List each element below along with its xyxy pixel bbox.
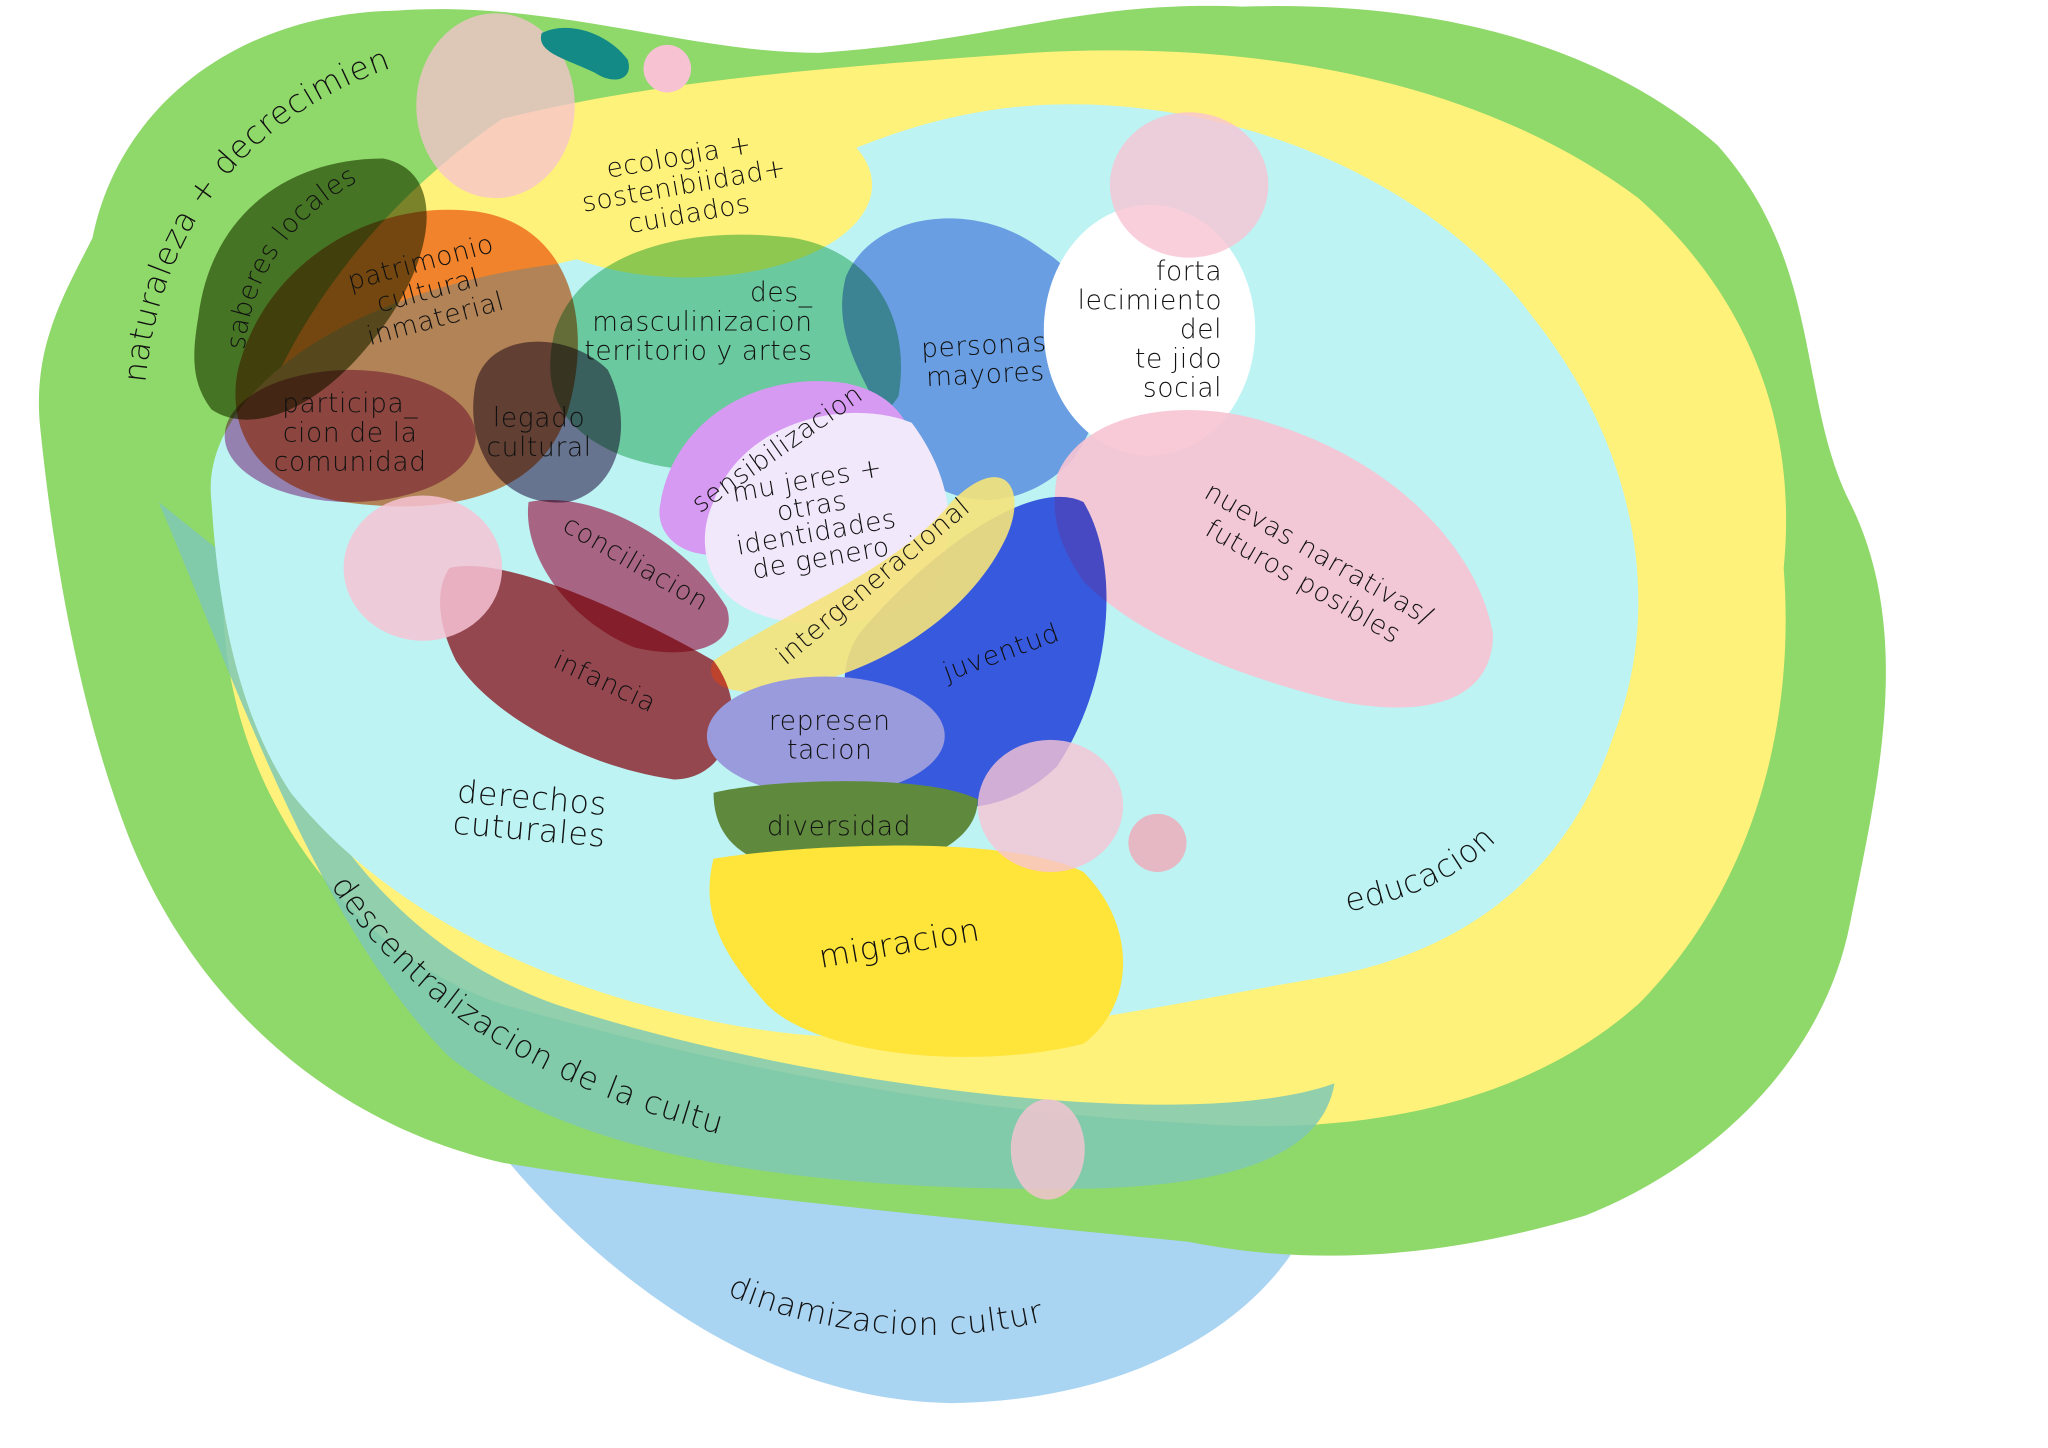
blob-fortalecimiento	[1043, 204, 1256, 456]
label-line: represen	[769, 705, 891, 736]
label-line: lecimiento	[1078, 285, 1223, 316]
blobs	[38, 5, 1886, 1404]
label-line: comunidad	[274, 446, 427, 477]
label-fortalecimiento: forta lecimiento del te jido social	[1078, 256, 1223, 403]
label-line: participa_	[282, 388, 418, 419]
label-line: des_	[750, 277, 813, 308]
label-line: cion de la	[283, 417, 418, 448]
label-personas-mayores: personas mayores	[920, 327, 1047, 393]
label-derechos: derechos cuturales	[451, 774, 608, 855]
blob-pink-top	[1109, 112, 1269, 258]
label-line: del	[1180, 314, 1222, 345]
blob-pink-small	[1128, 813, 1187, 872]
blob-ecologia	[502, 92, 873, 278]
label-line: social	[1143, 372, 1222, 403]
blob-conciliacion	[527, 500, 729, 653]
label-legado: legado cultural	[486, 403, 591, 463]
blob-nuevas	[1054, 410, 1494, 708]
blob-pink-left	[343, 495, 503, 641]
label-line: cultural	[486, 432, 591, 463]
label-desmasculinizacion: des_ masculinizacion territorio y artes	[584, 277, 812, 366]
blob-pink-top-left	[416, 13, 575, 199]
blob-participacion	[224, 369, 476, 503]
label-line: territorio y artes	[584, 335, 812, 366]
label-participacion: participa_ cion de la comunidad	[274, 388, 427, 477]
label-line: forta	[1156, 256, 1222, 287]
blob-intergeneracional	[710, 477, 1015, 693]
blob-teal-band	[158, 502, 1335, 1190]
label-line: legado	[493, 403, 585, 434]
label-diversidad: diversidad	[767, 811, 911, 842]
blob-pink-dot	[643, 44, 692, 93]
label-line: masculinizacion	[592, 306, 812, 337]
blob-legado	[473, 341, 622, 503]
label-patrimonio: patrimonio cultural inmaterial	[344, 228, 508, 352]
blob-teal-dark	[540, 27, 629, 80]
blob-representacion	[706, 676, 945, 796]
blob-pink-bottom2	[1010, 1099, 1085, 1200]
blob-migracion	[709, 845, 1124, 1057]
blob-pink-bottom	[977, 739, 1124, 872]
label-line: tacion	[787, 734, 872, 765]
label-line: personas	[920, 327, 1047, 365]
label-line: mayores	[925, 356, 1045, 393]
label-line: te jido	[1135, 343, 1222, 374]
blob-infancia	[440, 566, 733, 780]
label-representacion: represen tacion	[769, 705, 891, 765]
